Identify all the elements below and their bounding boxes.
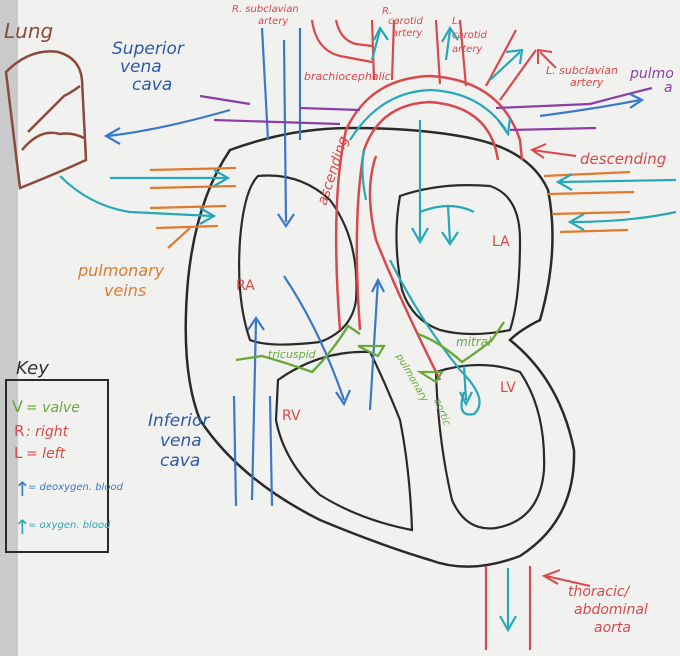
brachiocephalic-label: brachiocephalic bbox=[304, 70, 391, 83]
pulmonary-valve bbox=[357, 344, 386, 358]
key-left-symbol: L bbox=[14, 444, 23, 462]
key-box: Key V = valve R : right L = left ↑ = deo… bbox=[5, 358, 124, 553]
thoracic-aorta bbox=[484, 566, 532, 650]
pulmonary-veins-label: pulmonary veins bbox=[77, 261, 165, 300]
aortic-arch bbox=[334, 74, 524, 381]
key-oxy-symbol: ↑ bbox=[14, 515, 31, 539]
svg-text:vena: vena bbox=[120, 57, 162, 77]
svg-text:cava: cava bbox=[132, 75, 172, 95]
svg-text:carotid: carotid bbox=[388, 16, 424, 27]
key-deoxy-symbol: ↑ bbox=[14, 477, 31, 501]
r-subclavian-label: R. subclavian artery bbox=[232, 4, 299, 27]
svg-text:abdominal: abdominal bbox=[574, 602, 648, 618]
pulmonary-artery bbox=[199, 86, 653, 132]
svg-text:Inferior: Inferior bbox=[148, 411, 210, 431]
lung-label: Lung bbox=[4, 19, 53, 43]
svg-text:R. subclavian: R. subclavian bbox=[232, 4, 299, 15]
rv-label: RV bbox=[282, 408, 301, 424]
pulmonary-veins-left bbox=[149, 166, 237, 249]
inferior-vena-cava-label: Inferior vena cava bbox=[148, 411, 210, 471]
lv-label: LV bbox=[500, 380, 516, 396]
tricuspid-label: tricuspid bbox=[268, 348, 317, 361]
key-title: Key bbox=[16, 358, 49, 379]
pulmonary-veins-right bbox=[543, 170, 635, 234]
key-valve-text: = valve bbox=[26, 400, 80, 416]
l-subclavian-label: L. subclavian artery bbox=[546, 64, 618, 89]
key-left-text: = left bbox=[26, 446, 66, 462]
ra-label: RA bbox=[236, 278, 255, 294]
la-label: LA bbox=[492, 234, 510, 250]
svg-text:carotid: carotid bbox=[452, 30, 488, 41]
descending-label: descending bbox=[580, 150, 666, 168]
thoracic-pointer bbox=[541, 569, 591, 587]
descending-pointer bbox=[529, 143, 577, 159]
svg-text:artery: artery bbox=[452, 44, 483, 55]
svg-text:artery: artery bbox=[392, 28, 423, 39]
superior-vena-cava-label: Superior vena cava bbox=[112, 39, 185, 95]
svg-text:veins: veins bbox=[104, 281, 146, 300]
svg-text:artery: artery bbox=[570, 76, 604, 89]
heart-outline bbox=[184, 126, 576, 568]
left-atrium bbox=[395, 184, 522, 336]
svg-text:L. subclavian: L. subclavian bbox=[546, 64, 618, 77]
mitral-label: mitral bbox=[456, 335, 492, 349]
key-right-symbol: R bbox=[14, 422, 24, 440]
svg-text:a: a bbox=[664, 80, 673, 96]
pulmonary-artery-flow bbox=[103, 93, 645, 145]
key-right-text: : right bbox=[26, 424, 69, 440]
r-subclavian-artery bbox=[310, 19, 373, 64]
right-ventricle bbox=[274, 350, 414, 532]
tricuspid-valve bbox=[235, 324, 361, 374]
lung bbox=[4, 50, 88, 190]
pulmonary-artery-label: pulmo a bbox=[629, 66, 674, 96]
aortic-valve bbox=[416, 370, 444, 384]
svg-text:aorta: aorta bbox=[594, 620, 631, 636]
svg-text:pulmonary: pulmonary bbox=[77, 261, 165, 280]
key-oxy-text: = oxygen. blood bbox=[28, 520, 111, 531]
svg-text:pulmo: pulmo bbox=[629, 66, 674, 82]
l-carotid-label: L. carotid artery bbox=[452, 16, 488, 55]
pulmonary-veins-flow bbox=[59, 169, 677, 231]
carotid-arteries bbox=[370, 19, 468, 87]
svg-text:artery: artery bbox=[258, 16, 289, 27]
key-deoxy-text: = deoxygen. blood bbox=[28, 482, 124, 493]
r-carotid-label: R. carotid artery bbox=[382, 6, 424, 39]
svg-text:thoracic/: thoracic/ bbox=[568, 584, 631, 600]
la-to-lv-flow bbox=[389, 204, 481, 416]
svg-text:vena: vena bbox=[160, 431, 202, 451]
thoracic-aorta-label: thoracic/ abdominal aorta bbox=[568, 584, 648, 636]
key-valve-symbol: V bbox=[12, 397, 23, 416]
whiteboard-frame bbox=[0, 0, 18, 656]
svg-text:cava: cava bbox=[160, 451, 200, 471]
inferior-vena-cava bbox=[232, 316, 274, 507]
svg-text:L.: L. bbox=[452, 16, 461, 27]
l-subclavian-artery bbox=[485, 29, 537, 101]
svg-text:R.: R. bbox=[382, 6, 392, 17]
l-subclavian-pointer bbox=[537, 48, 557, 69]
svg-text:Superior: Superior bbox=[112, 39, 185, 59]
left-ventricle bbox=[434, 363, 546, 530]
thoracic-aorta-flow bbox=[499, 568, 517, 633]
arch-oxygenated-flow bbox=[349, 25, 524, 245]
mitral-valve bbox=[417, 321, 505, 364]
